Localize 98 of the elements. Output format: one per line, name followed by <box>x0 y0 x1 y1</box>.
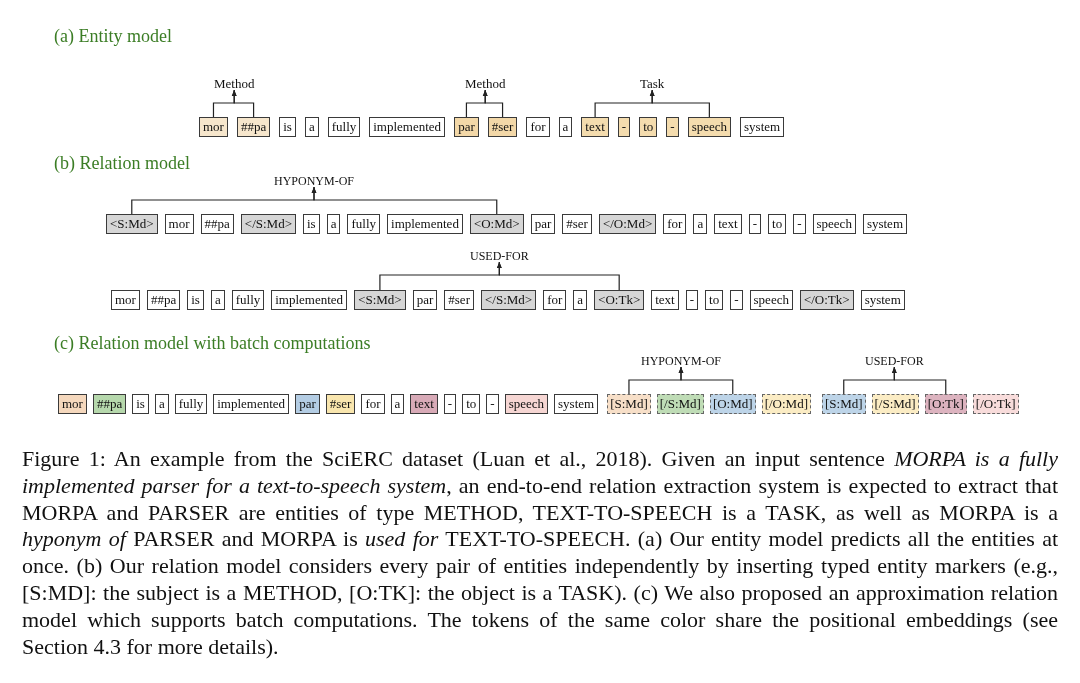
token-box: a <box>558 117 573 137</box>
token-box: a <box>154 394 169 414</box>
token-box: to <box>639 117 658 137</box>
entity-type-label: Method <box>214 77 255 90</box>
panel-title: (c) Relation model with batch computations <box>54 334 371 354</box>
token-box: [/S:Md] <box>871 394 919 414</box>
token-box: #ser <box>562 214 592 234</box>
token-box: a <box>326 214 341 234</box>
token-box: system <box>862 214 907 234</box>
token-box: #ser <box>444 290 474 310</box>
token-box: mor <box>164 214 194 234</box>
token-box: text <box>651 290 679 310</box>
token-box: system <box>860 290 905 310</box>
token-box: a <box>210 290 225 310</box>
token-box: speech <box>749 290 793 310</box>
token-box: - <box>730 290 743 310</box>
token-box: par <box>530 214 556 234</box>
token-box: speech <box>687 117 732 137</box>
entity-type-label: Task <box>640 77 665 90</box>
entity-type-label: Method <box>465 77 506 90</box>
token-box: for <box>543 290 567 310</box>
token-box: implemented <box>369 117 446 137</box>
token-box: implemented <box>213 394 290 414</box>
token-box: </S:Md> <box>240 214 296 234</box>
token-box: [/O:Md] <box>761 394 811 414</box>
token-box: </O:Md> <box>598 214 657 234</box>
token-box: </O:Tk> <box>799 290 854 310</box>
token-box: #ser <box>487 117 518 137</box>
bracket-arrow <box>891 366 947 395</box>
token-box: implemented <box>271 290 348 310</box>
relation-label: USED-FOR <box>865 355 924 367</box>
token-box: #ser <box>325 394 356 414</box>
bracket-arrow <box>496 261 620 291</box>
token-box: par <box>412 290 438 310</box>
token-box: ##pa <box>200 214 234 234</box>
token-box: for <box>361 394 385 414</box>
bracket-arrow <box>678 366 734 395</box>
token-box: to <box>705 290 724 310</box>
token-box: is <box>303 214 320 234</box>
token-box: text <box>581 117 609 137</box>
token-box: is <box>132 394 149 414</box>
token-box: <O:Md> <box>469 214 524 234</box>
token-box: - <box>443 394 457 414</box>
token-box: <S:Md> <box>106 214 158 234</box>
token-box: [S:Md] <box>607 394 651 414</box>
token-box: fully <box>174 394 208 414</box>
bracket-arrow <box>311 186 498 215</box>
panel-title: (b) Relation model <box>54 154 190 174</box>
token-box: text <box>410 394 438 414</box>
token-box: a <box>573 290 588 310</box>
token-box: implemented <box>387 214 463 234</box>
token-box: mor <box>58 394 87 414</box>
token-box: [O:Tk] <box>924 394 967 414</box>
token-box: - <box>685 290 699 310</box>
token-box: [S:Md] <box>821 394 866 414</box>
token-box: is <box>187 290 204 310</box>
relation-label: USED-FOR <box>470 250 529 262</box>
relation-label: HYPONYM-OF <box>274 175 354 187</box>
token-box: [O:Md] <box>709 394 756 414</box>
token-box: </S:Md> <box>481 290 537 310</box>
token-box: mor <box>111 290 140 310</box>
token-box: is <box>279 117 296 137</box>
panel-title: (a) Entity model <box>54 27 172 47</box>
token-box: fully <box>231 290 265 310</box>
token-box: system <box>554 394 599 414</box>
token-box: fully <box>347 214 380 234</box>
token-box: speech <box>812 214 856 234</box>
token-box: <O:Tk> <box>594 290 645 310</box>
token-box: speech <box>504 394 549 414</box>
token-box: a <box>304 117 319 137</box>
token-box: system <box>740 117 785 137</box>
token-box: - <box>793 214 806 234</box>
token-box: mor <box>199 117 228 137</box>
token-box: - <box>666 117 679 137</box>
token-box: - <box>486 394 499 414</box>
token-box: ##pa <box>146 290 181 310</box>
figure-caption: Figure 1: An example from the SciERC dataset (Luan et al., 2018). Given an input sentence MORPA is a fully implemented parser for a text-to-speech system, an end-to-end relation extraction system is expected to extract that MORPA and PARSER are entities of type METHOD, TEXT-TO-SPEECH is a TASK, as well as MORPA is a hyponym of PARSER and MORPA is used for TEXT-TO-SPEECH. (a) Our entity model predicts all the entities at once. (b) Our relation model considers every pair of entities independently by inserting typed entity markers (e.g., [S:MD]: the subject is a METHOD, [O:TK]: the object is a TASK). (c) We also proposed an approximation relation model which supports batch computations. The tokens of the same color share the positional embeddings (see Section 4.3 for more details). <box>22 446 1058 661</box>
token-box: text <box>714 214 742 234</box>
token-box: - <box>617 117 631 137</box>
token-box: for <box>526 117 550 137</box>
token-box: for <box>663 214 687 234</box>
token-box: to <box>462 394 481 414</box>
token-box: ##pa <box>92 394 127 414</box>
token-box: par <box>454 117 479 137</box>
bracket-arrow <box>231 89 255 118</box>
relation-label: HYPONYM-OF <box>641 355 721 367</box>
token-box: [/O:Tk] <box>972 394 1019 414</box>
bracket-arrow <box>482 89 504 118</box>
token-box: fully <box>327 117 361 137</box>
token-box: - <box>748 214 762 234</box>
token-box: ##pa <box>236 117 271 137</box>
token-box: a <box>693 214 708 234</box>
token-box: a <box>390 394 405 414</box>
bracket-arrow <box>649 89 710 118</box>
token-box: [/S:Md] <box>656 394 704 414</box>
token-box: par <box>295 394 320 414</box>
token-box: <S:Md> <box>354 290 406 310</box>
token-box: to <box>768 214 787 234</box>
